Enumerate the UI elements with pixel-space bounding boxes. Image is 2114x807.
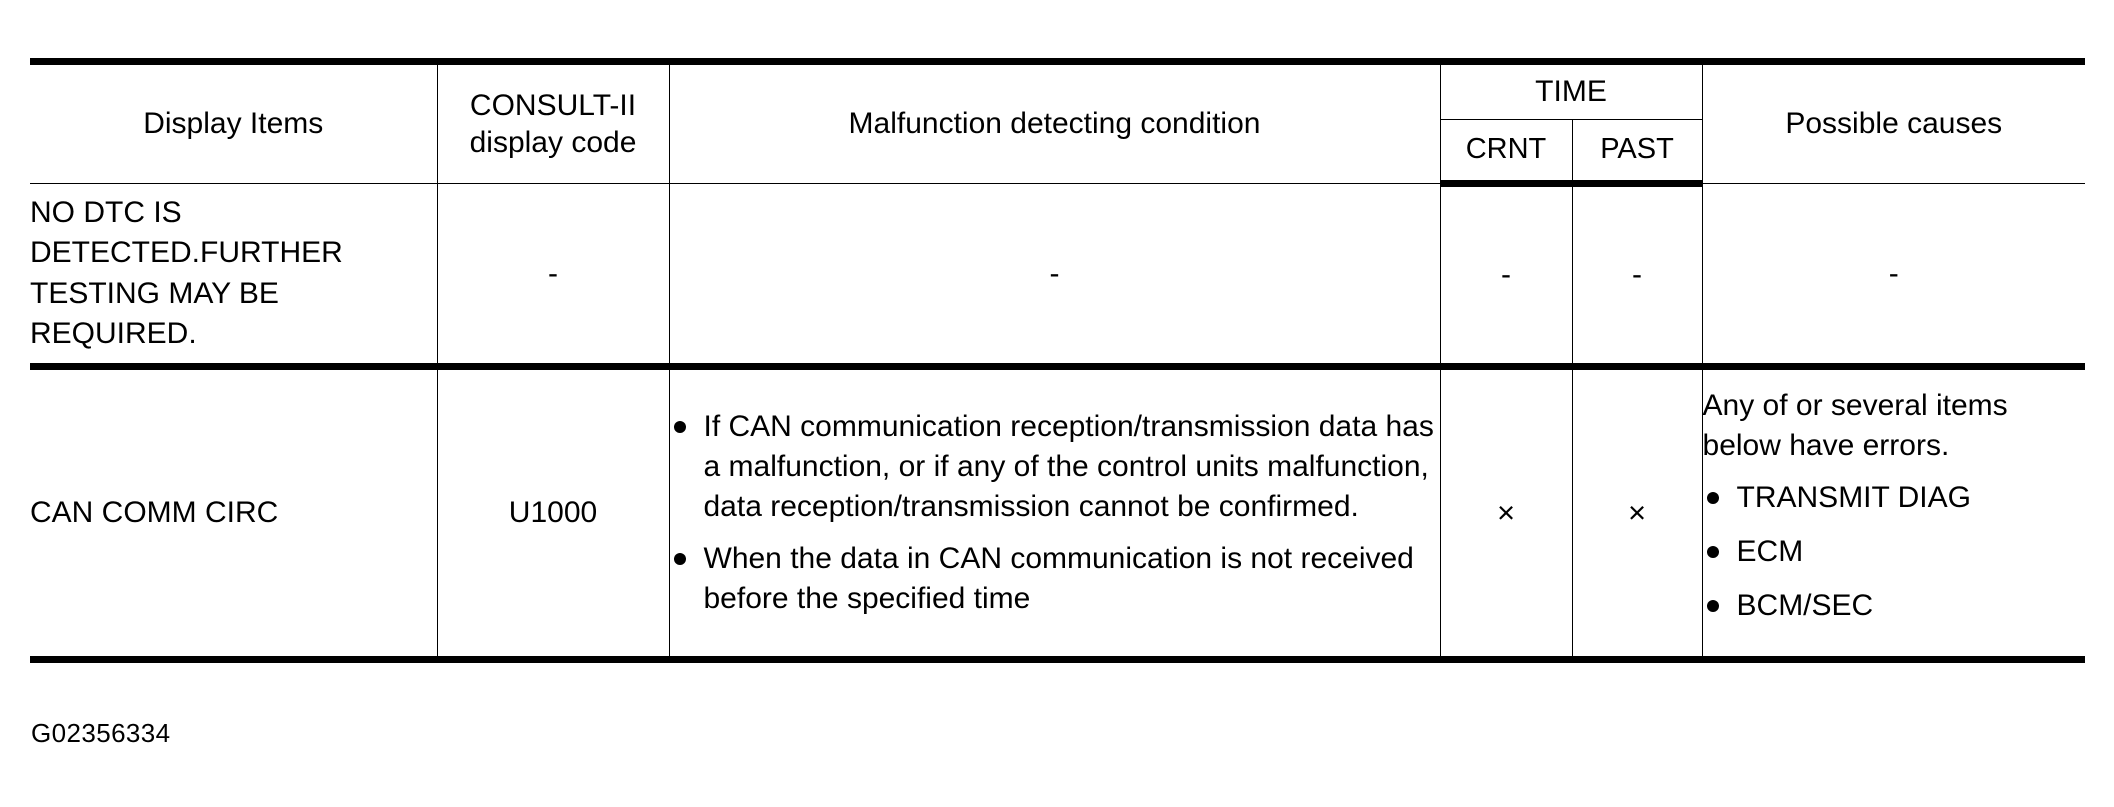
table-row: NO DTC IS DETECTED.FURTHER TESTING MAY B… [30,183,2086,370]
column-header-possible-causes: Possible causes [1701,58,2086,184]
list-item-label: If CAN communication reception/transmiss… [703,410,1434,524]
column-header-time-crnt: CRNT [1439,118,1573,188]
column-header-time-group: TIME [1439,58,1703,120]
list-item: If CAN communication reception/transmiss… [670,407,1440,527]
cell-possible-causes: - [1701,183,2086,370]
possible-causes-bullet-list: TRANSMIT DIAG ECM BCM/SEC [1703,478,2086,626]
column-header-time-past: PAST [1571,118,1703,188]
list-item-label: ECM [1736,534,1804,568]
bullet-dot-icon [1706,492,1719,505]
cell-time-crnt: × [1439,366,1573,663]
cell-consult-code: - [436,183,670,370]
cell-time-past: × [1571,366,1703,663]
bullet-dot-icon [1706,599,1719,612]
cell-display-item: NO DTC IS DETECTED.FURTHER TESTING MAY B… [30,183,438,370]
column-header-consult-display-code: CONSULT-II display code [436,58,670,184]
cell-malfunction-condition: If CAN communication reception/transmiss… [668,366,1441,663]
column-header-consult-line1: CONSULT-II [469,88,637,122]
bullet-dot-icon [673,552,686,565]
list-item: BCM/SEC [1703,586,2086,626]
cell-display-item: CAN COMM CIRC [30,366,438,663]
possible-causes-lead-text: Any of or several items below have error… [1702,389,2008,463]
list-item-label: When the data in CAN communication is no… [703,541,1414,615]
table-header-row-secondary: CRNT PAST [30,118,2085,188]
cell-time-crnt: - [1439,183,1573,370]
list-item-label: TRANSMIT DIAG [1736,481,1971,515]
malfunction-bullet-list: If CAN communication reception/transmiss… [670,407,1440,618]
dtc-index-table-container: Display Items CONSULT-II display code Ma… [30,58,2086,663]
display-item-text: CAN COMM CIRC [30,495,279,529]
bullet-dot-icon [1706,545,1719,558]
display-item-text: NO DTC IS DETECTED.FURTHER TESTING MAY B… [30,196,343,350]
table-header-row-primary: Display Items CONSULT-II display code Ma… [30,58,2086,184]
table-body: NO DTC IS DETECTED.FURTHER TESTING MAY B… [30,183,2086,663]
cell-malfunction-condition: - [668,183,1441,370]
figure-id-label: G02356334 [31,718,171,748]
column-header-display-items: Display Items [30,58,438,184]
dtc-index-table: Display Items CONSULT-II display code Ma… [30,58,2086,663]
table-row: CAN COMM CIRC U1000 If CAN communication… [30,366,2086,663]
list-item-label: BCM/SEC [1736,588,1874,622]
cell-possible-causes: Any of or several items below have error… [1701,366,2086,663]
list-item: TRANSMIT DIAG [1703,478,2086,518]
bullet-dot-icon [673,421,686,434]
list-item: When the data in CAN communication is no… [670,539,1440,619]
column-header-consult-line2: display code [469,126,637,159]
list-item: ECM [1703,532,2086,572]
table-header: Display Items CONSULT-II display code Ma… [30,58,2086,188]
cell-time-past: - [1571,183,1703,370]
cell-consult-code: U1000 [436,366,670,663]
column-header-malfunction-detecting-condition: Malfunction detecting condition [668,58,1441,184]
